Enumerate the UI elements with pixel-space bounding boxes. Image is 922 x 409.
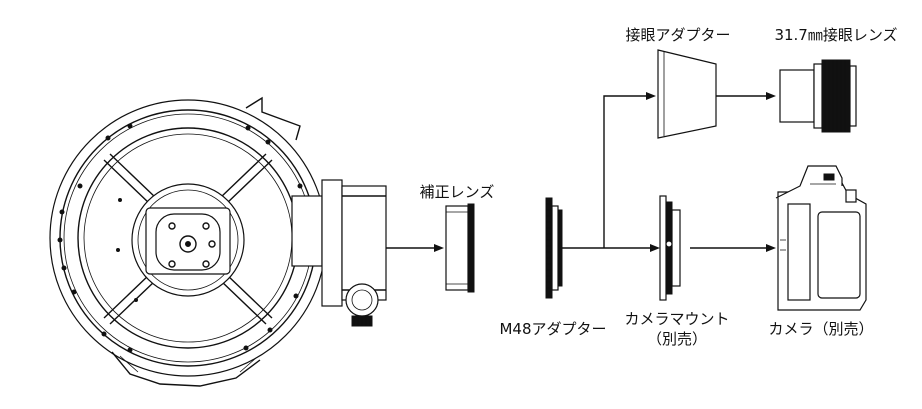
camera-mount-part	[659, 195, 681, 301]
eyepiece-part	[779, 59, 857, 133]
camera-mount-sold-separately-label: （別売）	[646, 330, 707, 348]
corrector-lens-part	[445, 203, 475, 293]
eyepiece-adapter-label: 接眼アダプター	[625, 26, 731, 44]
optical-path-lines	[386, 92, 776, 252]
m48-adapter-label: M48アダプター	[499, 320, 607, 338]
m48-adapter-part	[545, 197, 563, 299]
eyepiece-lens-label: 31.7㎜接眼レンズ	[774, 26, 898, 44]
corrector-lens-label: 補正レンズ	[419, 183, 495, 201]
telescope-body	[49, 96, 387, 387]
camera-mount-label: カメラマウント	[624, 310, 730, 328]
eyepiece-adapter-part	[657, 49, 717, 139]
camera-label: カメラ（別売）	[768, 320, 874, 338]
camera-body-part	[775, 165, 867, 311]
